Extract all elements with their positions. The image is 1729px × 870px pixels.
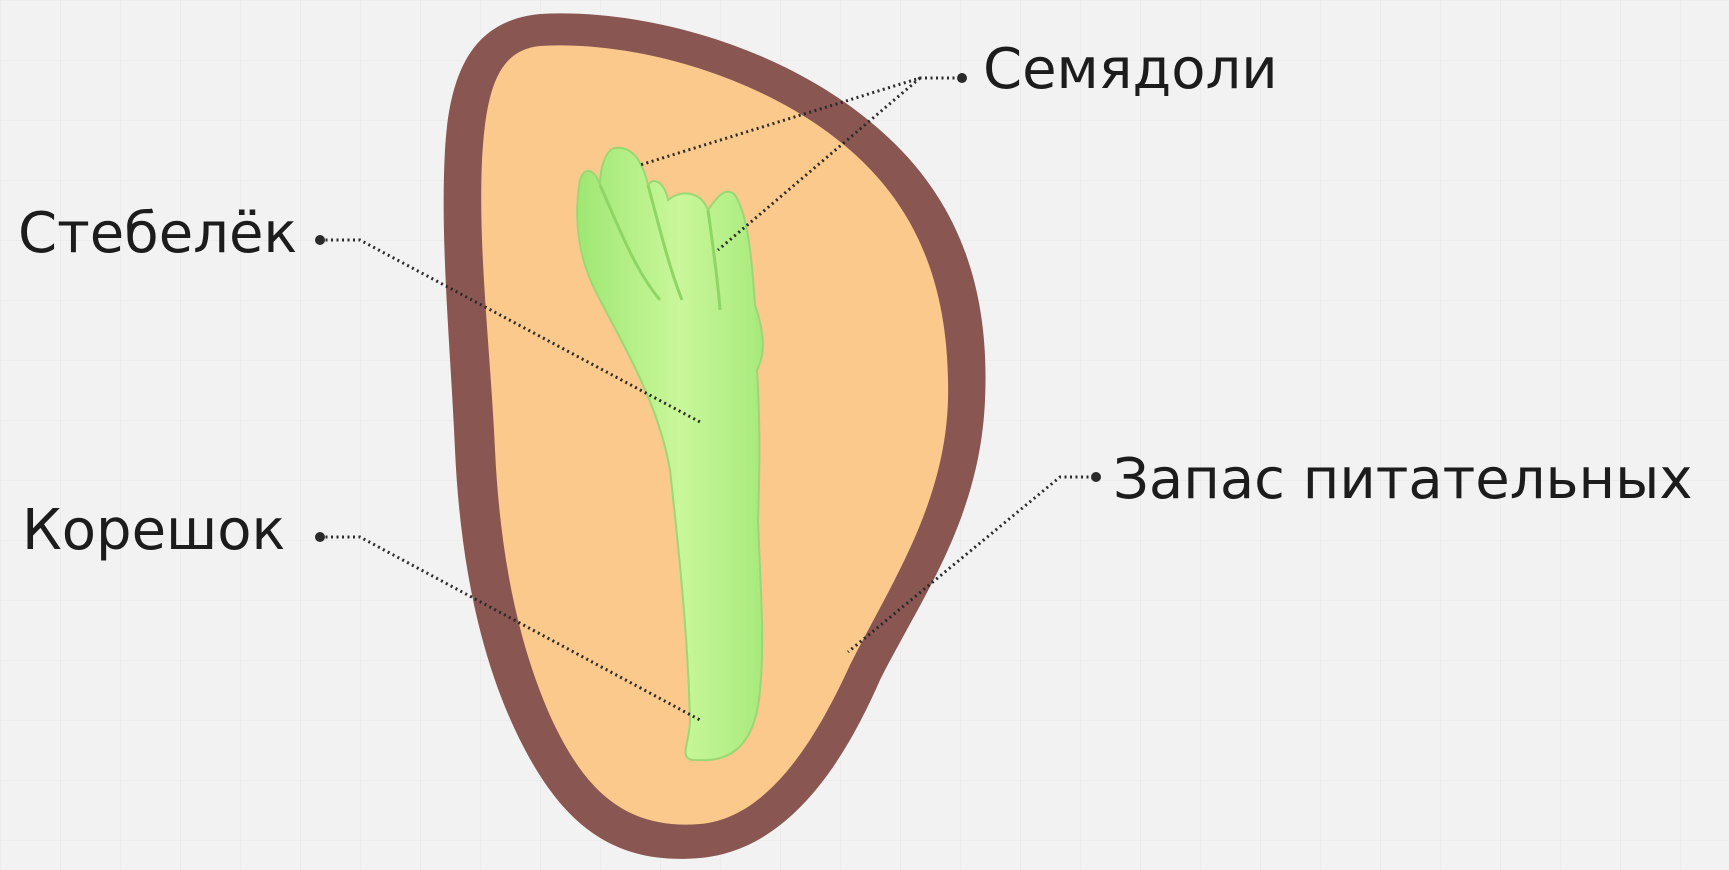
label-cotyledons: Семядоли — [983, 42, 1278, 98]
label-dot-reserve — [1091, 472, 1101, 482]
label-nutrient-reserve: Запас питательных — [1113, 452, 1693, 508]
label-root: Корешок — [22, 503, 285, 559]
label-dot-stem — [315, 235, 325, 245]
label-stem: Стебелёк — [18, 206, 297, 262]
label-dot-root — [315, 532, 325, 542]
label-dot-cotyledons — [957, 73, 967, 83]
